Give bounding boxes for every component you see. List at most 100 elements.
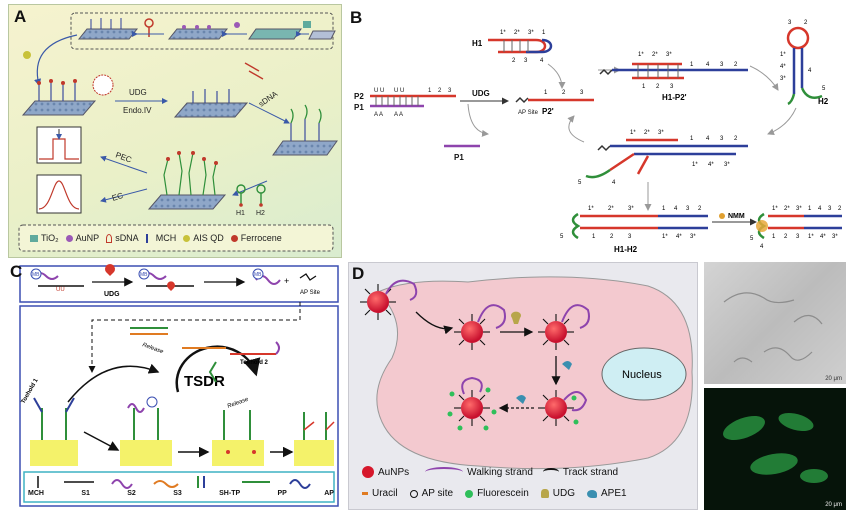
h2-num-1s: 1*	[780, 52, 786, 58]
p1-out-label: P1	[454, 153, 464, 162]
mb-label-2: MB	[140, 272, 148, 278]
station-arrow-1	[83, 431, 120, 451]
hn-num-b1: 1	[772, 234, 776, 240]
brightfield-cells	[723, 292, 823, 363]
ec-arrow	[100, 188, 148, 203]
electrode-station-3	[212, 410, 264, 466]
h2-label: H2	[256, 210, 265, 217]
h1-num-2s: 2*	[514, 30, 520, 36]
bc-num-2: 2	[734, 136, 738, 142]
udg-swatch	[540, 489, 549, 498]
sdna-swatch	[106, 233, 113, 243]
legend-c-item: S3	[173, 490, 182, 497]
legend-a-item: AuNP	[75, 233, 100, 243]
legend-a-item: TiO₂	[41, 233, 59, 243]
h2-num-2: 2	[804, 20, 808, 26]
prep-box	[70, 12, 334, 50]
s1-s2-cut-complex	[138, 268, 194, 291]
panel-c-label: C	[10, 262, 23, 281]
udg-label: UDG	[129, 88, 147, 97]
legend-c-item: MCH	[28, 490, 44, 497]
uptake-arrow	[415, 311, 454, 335]
legend-d-item: AP site	[421, 488, 454, 499]
bc-num-3: 3	[720, 136, 724, 142]
panel-d-diagram: Nucleus	[360, 276, 693, 470]
legend-box-a	[18, 224, 334, 252]
hn-num-3: 3	[828, 206, 832, 212]
udg-enzyme-icon	[105, 264, 116, 276]
udg-label-b: UDG	[472, 89, 490, 98]
ferrocene-swatch	[230, 234, 238, 242]
brightfield-image: 20 μm	[704, 262, 846, 384]
panel-b: B P2 P1 U U U U A A A A 1 2 3 UDG P1 AP …	[348, 4, 846, 258]
legend-box-c	[23, 471, 335, 503]
p2p-num-2: 2	[562, 90, 566, 96]
chip-blank	[308, 30, 336, 40]
ap-site-strand	[299, 273, 317, 281]
p2-prime-strand	[515, 96, 594, 104]
h1-num-1: 1	[542, 30, 546, 36]
hh-num-1: 1	[662, 206, 666, 212]
legend-a-item: MCH	[155, 233, 177, 243]
dashed-feed-arrow	[88, 302, 301, 373]
legend-d-item: Uracil	[372, 488, 398, 499]
hh-num-3: 3	[686, 206, 690, 212]
legend-c-item: S1	[81, 490, 90, 497]
h1h2-label: H1-H2	[614, 245, 638, 254]
legend-d-item: Walking strand	[467, 466, 533, 478]
legend-d-row1: AuNPs Walking strand Track strand	[362, 466, 618, 478]
h1-num-3: 3	[524, 58, 528, 64]
hairpin-icon	[144, 18, 154, 37]
sdna-arrow	[248, 102, 290, 124]
hh-num-b1s: 1*	[662, 234, 668, 240]
hn-num-2: 2	[838, 206, 842, 212]
released-s2	[252, 268, 281, 285]
h1p2-num-1: 1	[690, 62, 694, 68]
hh-num-b3s: 3*	[690, 234, 696, 240]
hn-num-4: 4	[818, 206, 822, 212]
nmm-label: NMM	[728, 213, 745, 220]
panel-c-diagram: UU MB UDG MB MB + AP Site TSDR Toehold 2…	[19, 264, 339, 507]
bc-num-4b: 4	[612, 180, 616, 186]
p2-num-2: 2	[438, 88, 442, 94]
h1p2-num-3: 3	[720, 62, 724, 68]
hn-num-3s: 3*	[796, 206, 802, 212]
to-h1h2-complex-arrow	[767, 107, 797, 136]
hh-num-b4s: 4*	[676, 234, 682, 240]
legend-d-item: AuNPs	[378, 466, 410, 478]
legend-c-item: SH-TP	[219, 490, 241, 497]
hn-num-1: 1	[808, 206, 812, 212]
branched-complex	[585, 138, 748, 179]
toehold1-label: Toehold 1	[21, 377, 40, 405]
p2p-num-1: 1	[544, 90, 548, 96]
panel-a-diagram: UDG Endo.IV sDNA PEC EC	[18, 12, 338, 252]
panel-a-label: A	[14, 7, 27, 26]
release-label-c2: Release	[227, 396, 250, 409]
bc-num-5: 5	[578, 180, 582, 186]
chip-step-1	[77, 18, 139, 40]
h1-h2-nmm-duplex	[756, 212, 842, 240]
hh-num-2s: 2*	[608, 206, 614, 212]
hn-num-2s: 2*	[784, 206, 790, 212]
hh-num-3s: 3*	[628, 206, 634, 212]
fluorescence-cells	[723, 412, 828, 483]
panel-b-diagram: P2 P1 U U U U A A A A 1 2 3 UDG P1 AP Si…	[354, 20, 842, 254]
h2-num-4s: 4*	[780, 64, 786, 70]
walker-aunp	[360, 279, 418, 320]
pec-arrow	[100, 155, 148, 174]
h2-num-5: 5	[822, 86, 826, 92]
track-strand-swatch	[542, 468, 559, 476]
panel-d-label: D	[352, 264, 365, 283]
aunp-legend-swatch	[362, 466, 374, 478]
nucleus-label: Nucleus	[622, 369, 662, 381]
electrode-station-2	[120, 396, 172, 466]
h1-num-1s: 1*	[500, 30, 506, 36]
chip-step-3	[248, 28, 302, 40]
ape1-icon-2	[516, 395, 526, 404]
plus-sign: +	[284, 276, 289, 286]
ap-site-label-c: AP Site	[300, 290, 321, 296]
mb-label-3: MB	[254, 272, 262, 278]
released-duplex	[130, 327, 226, 349]
toehold2-label: Toehold 2	[240, 360, 269, 366]
walker-aunp-4	[538, 390, 588, 426]
